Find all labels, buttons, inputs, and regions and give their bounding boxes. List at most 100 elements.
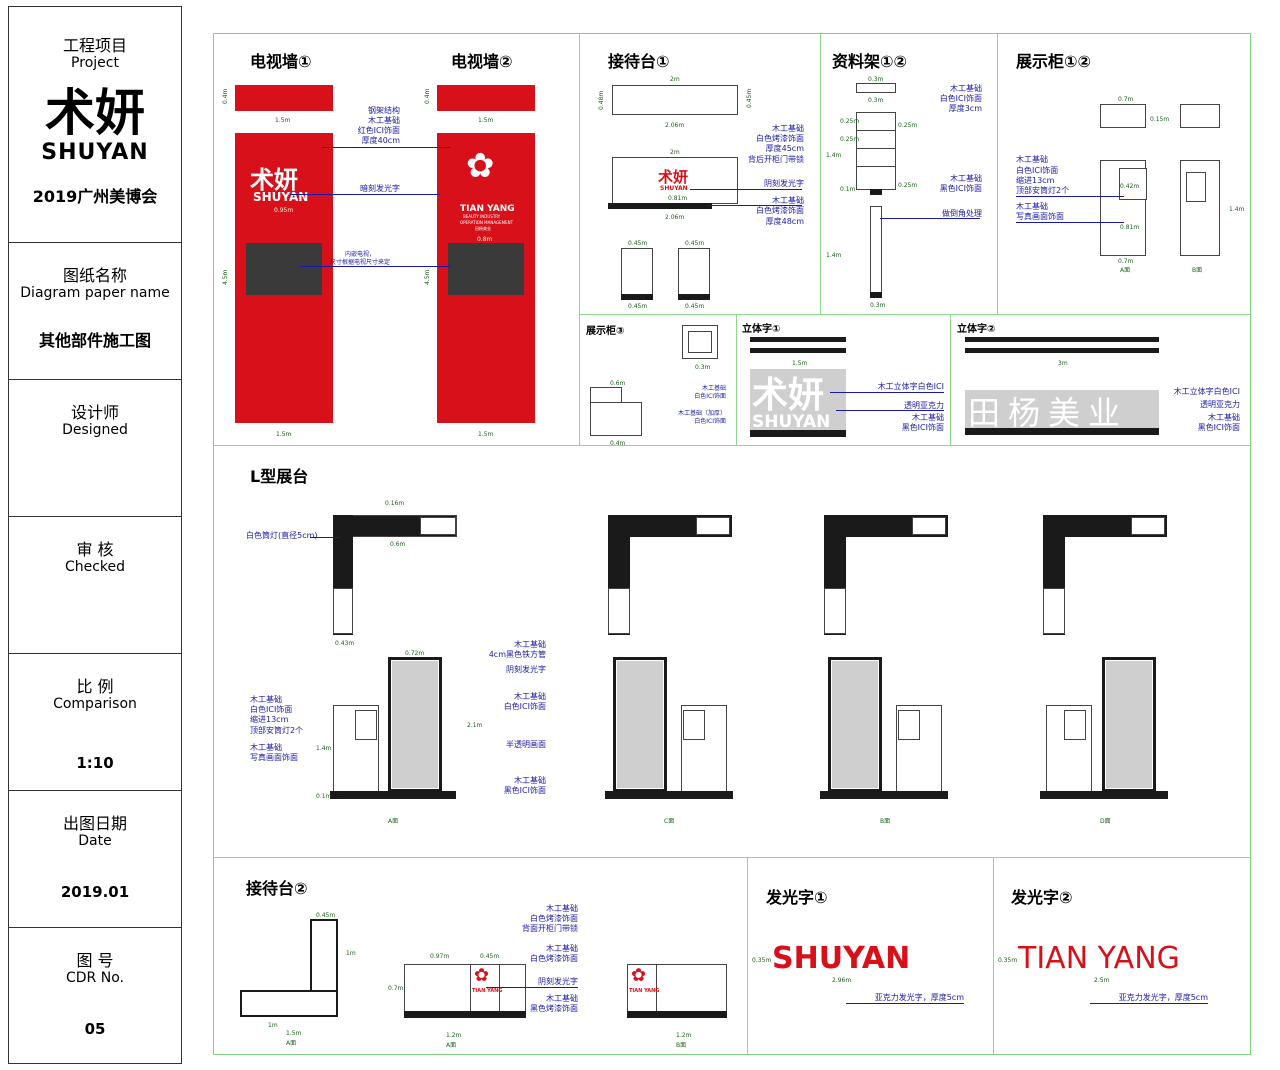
- rack-ann-5: 做倒角处理: [942, 209, 982, 218]
- rec2-dim-3: 1.5m: [286, 1030, 302, 1037]
- glow1-w: 2.96m: [832, 977, 852, 984]
- rec1-ann-0: 木工基础: [772, 124, 804, 133]
- grid-line: [736, 314, 737, 445]
- tv2-body-height: 4.5m: [424, 269, 431, 285]
- project-value: 2019广州美博会: [32, 187, 158, 206]
- rec1-top-w2: 2.06m: [665, 122, 685, 129]
- rec2-b-brand: TIAN YANG: [629, 988, 660, 994]
- tv2-brand-sub2: OPERATION MANAGEMENT: [460, 220, 514, 225]
- rack-dim-8: 0.3m: [870, 302, 886, 309]
- rec2-ann-5: 阴刻发光字: [538, 977, 578, 986]
- leader-line: [290, 194, 440, 195]
- lstand4-base: [1040, 791, 1168, 799]
- rec2-dim-2: 1m: [268, 1022, 278, 1029]
- tv2-logo-width: 0.8m: [477, 236, 493, 243]
- glow2-ann: 亚克力发光字，厚度5cm: [1118, 993, 1208, 1002]
- rec2-top-horz: [240, 990, 338, 1017]
- rec1-side-a: [621, 248, 653, 298]
- rec2-front-a-logo-panel: [470, 964, 500, 1012]
- letter2-ann-3: 黑色ICI饰面: [1197, 423, 1240, 432]
- rec2-b-logo-flower-icon: ✿: [631, 965, 647, 986]
- glow2-h: 0.35m: [998, 957, 1018, 964]
- leader-line: [322, 147, 450, 148]
- checked-cell: 审 核 Checked: [9, 517, 181, 654]
- tv-wall-2-title: 电视墙②: [451, 52, 513, 71]
- letter1-base: [750, 430, 846, 437]
- rec2-ann-2: 背面开柜门带锁: [522, 924, 578, 933]
- rec2-front-a: [404, 964, 526, 1012]
- lstand3-face: B面: [880, 818, 891, 825]
- tv2-brand-sub1: BEAUTY INDUSTRY: [463, 214, 501, 219]
- tv1-top-height: 0.4m: [222, 88, 229, 104]
- rec1-side-b-base: [678, 294, 710, 300]
- scale-label-cn: 比 例: [76, 677, 114, 696]
- lstand3-base: [820, 791, 948, 799]
- cab-label-a: A面: [1120, 267, 1131, 274]
- rack-ann-2: 厚度3cm: [948, 104, 982, 113]
- lstand2-cab-niche: [683, 710, 705, 740]
- rec2-dim-7: 1.2m: [446, 1032, 462, 1039]
- project-label-en: Project: [71, 55, 119, 71]
- rec1-ann-3: 背后开柜门带锁: [748, 155, 804, 164]
- letter1-ann-3: 黑色ICI饰面: [901, 423, 944, 432]
- lstand-ann-3: 木工基础: [514, 692, 546, 701]
- rack-dim-4: 0.25m: [898, 122, 918, 129]
- leader-line: [690, 189, 802, 190]
- lstand-ann-4: 白色ICI饰面: [503, 702, 546, 711]
- leader-line: [300, 266, 450, 267]
- cab3-ann-2: 木工基础（加厚）: [677, 410, 726, 417]
- cab-dim-2: 0.42m: [1120, 183, 1140, 190]
- cab-ann-5: 写真画面饰面: [1016, 212, 1064, 221]
- tv-ann-steel: 钢架结构: [368, 106, 400, 115]
- rack-ann-0: 木工基础: [950, 84, 982, 93]
- lstand1-h0: 0.72m: [405, 650, 425, 657]
- lstand-ann-left-5: 写真画面饰面: [250, 753, 298, 762]
- paper-value: 其他部件施工图: [38, 331, 151, 350]
- tv2-logo-flower-icon: ✿: [466, 146, 495, 186]
- lstand2-frame-panel: [617, 661, 663, 788]
- reception-2-title: 接待台②: [246, 879, 308, 898]
- cab1-top: [1100, 104, 1146, 128]
- project-label-cn: 工程项目: [62, 36, 127, 55]
- cab-ann-0: 木工基础: [1016, 155, 1048, 164]
- lstand-ann-0: 木工基础: [514, 640, 546, 649]
- tv-ann-red: 红色ICI饰面: [357, 126, 400, 135]
- rack-dim-3: 0.25m: [840, 136, 860, 143]
- rec1-side-a-base: [621, 294, 653, 300]
- date-cell: 出图日期 Date 2019.01: [9, 791, 181, 928]
- lstand1-cab-niche: [355, 710, 377, 740]
- tv-ann-tv1: 内嵌电视，: [344, 251, 375, 258]
- cab-ann-3: 顶部安筒灯2个: [1016, 186, 1070, 195]
- tv2-top-width: 1.5m: [478, 117, 494, 124]
- lstand2-left-cab: [608, 588, 630, 634]
- logo-en: SHUYAN: [41, 140, 149, 165]
- rec1-ann-1: 白色烤漆饰面: [756, 134, 804, 143]
- rec1-front-w2: 2.06m: [665, 214, 685, 221]
- rec1-top-h2: 0.45m: [746, 88, 753, 108]
- tv2-top-height: 0.4m: [424, 88, 431, 104]
- leader-line: [836, 410, 944, 411]
- grid-line: [950, 314, 951, 445]
- letter1-brand-cn: 术妍: [752, 374, 825, 416]
- letter2-top-bar: [965, 348, 1159, 353]
- title-block: 工程项目 Project 术妍 SHUYAN 2019广州美博会 图纸名称 Di…: [8, 6, 182, 1064]
- rec1-side-a-w: 0.45m: [628, 240, 648, 247]
- letter2-base: [965, 428, 1159, 435]
- letter2-ann-0: 木工立体字白色ICI: [1173, 387, 1240, 396]
- rec1-side-b: [678, 248, 710, 298]
- cab3-ann-1: 白色ICI饰面: [694, 393, 726, 400]
- lstand2-top-cab: [696, 517, 730, 535]
- lstand3-top-cab: [912, 517, 946, 535]
- date-value: 2019.01: [60, 883, 130, 901]
- rec1-logo-en: SHUYAN: [660, 185, 688, 192]
- rec2-label-0: A面: [286, 1040, 297, 1047]
- rec1-ann-7: 厚度48cm: [765, 217, 804, 226]
- lstand-ann-1: 4cm黑色铁方管: [488, 650, 546, 659]
- cab-dim-4: 1.4m: [1229, 206, 1245, 213]
- rec2-ann-0: 木工基础: [546, 904, 578, 913]
- rec2-front-a-base: [404, 1011, 526, 1018]
- tv-ann-tv2: 尺寸根据电视尺寸来定: [329, 259, 390, 266]
- cab-ann-1: 白色ICI饰面: [1016, 166, 1059, 175]
- lstand1-h1: 2.1m: [467, 722, 483, 729]
- rack-base: [870, 189, 882, 195]
